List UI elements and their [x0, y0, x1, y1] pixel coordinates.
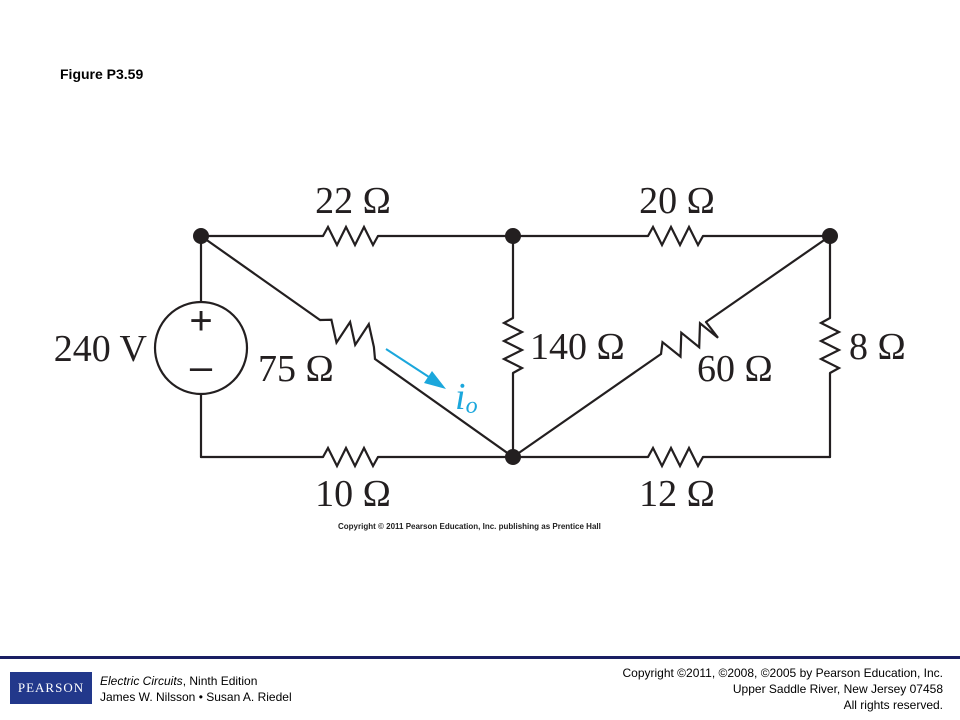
node-top-middle: [505, 228, 521, 244]
wire-diag-75-a: [199, 234, 322, 322]
source-plus: +: [189, 299, 212, 343]
book-authors: James W. Nilsson • Susan A. Riedel: [100, 690, 292, 704]
book-title-line: Electric Circuits, Ninth Edition: [100, 673, 292, 689]
node-top-left: [193, 228, 209, 244]
copyright-line-3: All rights reserved.: [843, 698, 943, 712]
wire-diag-60-a: [511, 352, 663, 459]
label-source-voltage: 240 V: [54, 328, 148, 370]
label-r20: 20 Ω: [639, 180, 715, 222]
label-r75: 75 Ω: [258, 348, 334, 390]
source-minus: –: [190, 345, 213, 389]
resistor-20: [647, 224, 704, 248]
resistor-22: [322, 224, 379, 248]
figure-title: Figure P3.59: [60, 66, 144, 82]
copyright-line-2: Upper Saddle River, New Jersey 07458: [732, 682, 943, 696]
resistor-8: [818, 317, 842, 374]
footer-divider: [0, 656, 960, 659]
node-bottom-middle: [505, 449, 521, 465]
resistor-75: [319, 318, 377, 360]
label-r60: 60 Ω: [697, 348, 773, 390]
wire-diag-60-b: [704, 234, 832, 324]
book-title: Electric Circuits: [100, 674, 183, 688]
node-top-right: [822, 228, 838, 244]
publisher-copyright: Copyright ©2011, ©2008, ©2005 by Pearson…: [622, 665, 943, 713]
pearson-logo-text: PEARSON: [17, 680, 85, 695]
book-edition: , Ninth Edition: [182, 674, 258, 688]
resistor-140: [501, 317, 525, 374]
label-r12: 12 Ω: [639, 473, 715, 515]
copyright-line-1: Copyright ©2011, ©2008, ©2005 by Pearson…: [622, 666, 943, 680]
book-info: Electric Circuits, Ninth Edition James W…: [100, 673, 292, 705]
resistor-12: [647, 445, 704, 469]
pearson-logo: PEARSON: [10, 672, 92, 704]
label-r10: 10 Ω: [315, 473, 391, 515]
label-current-io: io: [455, 376, 478, 419]
wire-diag-75-b: [373, 357, 515, 459]
current-arrow: [385, 348, 433, 380]
current-arrowhead: [424, 371, 446, 389]
resistor-10: [322, 445, 379, 469]
label-r140: 140 Ω: [530, 326, 625, 368]
figure-copyright: Copyright © 2011 Pearson Education, Inc.…: [338, 522, 601, 531]
label-r8: 8 Ω: [849, 326, 906, 368]
resistor-60: [659, 321, 719, 359]
label-r22: 22 Ω: [315, 180, 391, 222]
